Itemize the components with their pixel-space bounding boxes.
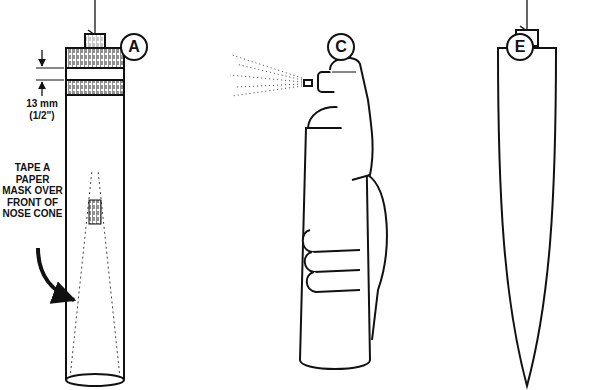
curved-arrow <box>38 248 74 300</box>
spray-can <box>230 55 387 369</box>
callout-circle: E <box>506 33 534 61</box>
callout-letter: E <box>515 38 526 56</box>
callout-letter: A <box>128 38 140 56</box>
dimension-13mm <box>36 50 64 96</box>
callout-circle: C <box>327 33 355 61</box>
dimension-label: 13 mm (1/2") <box>20 98 64 121</box>
rocket-tube-a <box>66 0 124 386</box>
nose-cone-e <box>498 0 556 386</box>
callout-circle: A <box>120 33 148 61</box>
callout-letter: C <box>335 38 347 56</box>
instruction-note: TAPE A PAPER MASK OVER FRONT OF NOSE CON… <box>1 162 64 220</box>
